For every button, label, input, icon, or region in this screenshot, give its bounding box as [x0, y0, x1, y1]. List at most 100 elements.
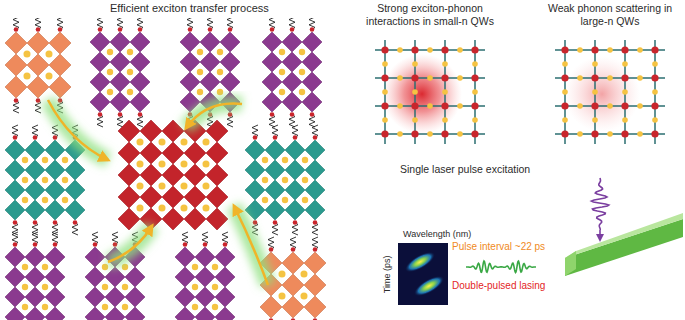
cation-dot	[192, 284, 198, 290]
cation-dot	[202, 160, 209, 167]
ammonium-head	[291, 318, 296, 320]
octahedron	[45, 140, 65, 160]
octahedron	[195, 267, 215, 287]
cation-dot	[282, 197, 288, 203]
cation-dot	[192, 264, 198, 270]
cation-dot	[42, 264, 48, 270]
ammonium-head	[313, 135, 318, 140]
octahedron	[90, 92, 110, 112]
ammonium-head	[53, 220, 58, 225]
metal-dot	[591, 74, 598, 81]
cation-dot	[217, 89, 223, 95]
octahedron	[265, 160, 285, 180]
ammonium-head	[253, 135, 258, 140]
cation-dot	[102, 284, 108, 290]
cation-dot	[127, 49, 133, 55]
octahedron	[85, 287, 105, 307]
halide-dot	[607, 131, 613, 137]
lattice-panel	[5, 18, 326, 320]
cation-dot	[212, 284, 218, 290]
cation-dot	[122, 264, 128, 270]
octahedron	[220, 52, 240, 72]
octahedron	[105, 267, 125, 287]
halide-dot	[427, 47, 433, 53]
halide-dot	[382, 89, 388, 95]
ammonium-head	[58, 98, 63, 103]
cation-dot	[22, 264, 28, 270]
octahedron	[265, 140, 285, 160]
metal-dot	[561, 74, 568, 81]
transfer-glow	[234, 206, 268, 285]
cation-dot	[42, 284, 48, 290]
octahedron	[105, 287, 125, 307]
octahedron	[85, 267, 105, 287]
halide-dot	[382, 117, 388, 123]
octahedron	[25, 180, 45, 200]
halide-dot	[442, 61, 448, 67]
halide-dot	[412, 61, 418, 67]
metal-dot	[591, 102, 598, 109]
ammonium-head	[269, 318, 274, 320]
octahedron	[45, 180, 65, 200]
ammonium-head	[13, 242, 18, 247]
halide-dot	[442, 89, 448, 95]
cation-dot	[302, 177, 308, 183]
octahedron	[215, 287, 235, 307]
octahedron	[49, 32, 71, 54]
halide-dot	[412, 117, 418, 123]
octahedra-block	[90, 18, 150, 127]
octahedron	[175, 267, 195, 287]
octahedron	[130, 52, 150, 72]
octahedron	[285, 160, 305, 180]
halide-dot	[562, 61, 568, 67]
metal-dot	[381, 130, 388, 137]
halide-dot	[577, 47, 583, 53]
qw-lattice	[555, 40, 665, 144]
octahedron	[265, 200, 285, 220]
cation-dot	[212, 264, 218, 270]
metal-dot	[411, 74, 418, 81]
octahedron	[130, 72, 150, 92]
halide-dot	[457, 47, 463, 53]
octahedron	[304, 252, 326, 274]
octahedron	[25, 287, 45, 307]
metal-dot	[471, 102, 478, 109]
cation-dot	[62, 157, 68, 163]
octahedron	[282, 92, 302, 112]
octahedron	[25, 200, 45, 220]
metal-dot	[381, 102, 388, 109]
octahedron	[5, 287, 25, 307]
octahedron	[302, 32, 322, 52]
exciton-cloud	[564, 56, 640, 132]
axis-label: Time (ps)	[383, 255, 394, 293]
cation-dot	[282, 177, 288, 183]
ammonium-head	[36, 27, 41, 32]
ammonium-head	[118, 27, 123, 32]
ammonium-head	[269, 247, 274, 252]
octahedron	[195, 287, 215, 307]
metal-dot	[561, 102, 568, 109]
octahedron	[305, 160, 325, 180]
halide-dot	[607, 75, 613, 81]
metal-dot	[441, 74, 448, 81]
cation-dot	[158, 204, 165, 211]
halide-dot	[652, 117, 658, 123]
cation-dot	[197, 69, 203, 75]
halide-dot	[592, 89, 598, 95]
octahedron	[220, 72, 240, 92]
metal-dot	[441, 46, 448, 53]
ammonium-head	[93, 242, 98, 247]
octahedron	[118, 208, 140, 230]
octahedron	[45, 267, 65, 287]
cation-dot	[202, 204, 209, 211]
octahedron	[200, 32, 220, 52]
octahedron	[262, 72, 282, 92]
halide-dot	[397, 131, 403, 137]
pulse-arrow	[599, 230, 601, 240]
ammonium-head	[228, 112, 233, 117]
ammonium-head	[293, 220, 298, 225]
ammonium-head	[270, 112, 275, 117]
annotation: Pulse interval ~22 ps	[452, 241, 545, 253]
cation-dot	[180, 138, 187, 145]
metal-dot	[441, 102, 448, 109]
